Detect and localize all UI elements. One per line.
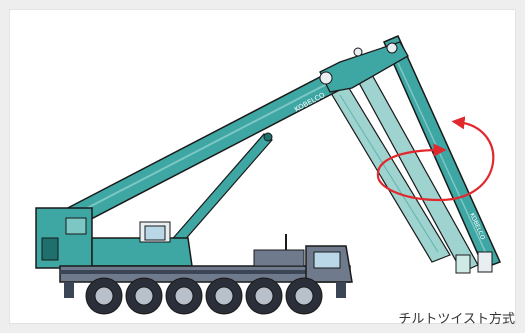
figure-caption: チルトツイスト方式 (398, 312, 515, 327)
wheels (85, 277, 323, 315)
carrier-chassis (59, 234, 353, 298)
wheel (85, 277, 123, 315)
jib-head (319, 41, 409, 93)
wheel (205, 277, 243, 315)
wheel (125, 277, 163, 315)
wheel (165, 277, 203, 315)
rotation-arrow (376, 116, 495, 202)
wheel (245, 277, 283, 315)
wheel (285, 277, 323, 315)
superstructure (35, 207, 193, 269)
